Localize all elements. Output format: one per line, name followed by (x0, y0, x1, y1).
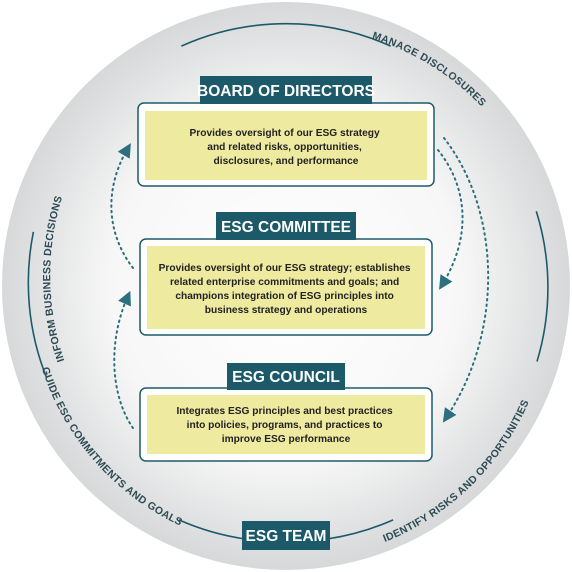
board-banner (200, 76, 372, 104)
council-banner (227, 363, 345, 390)
committee-box-fill (147, 246, 425, 329)
council-box-text: Integrates ESG principles and best pract… (176, 406, 395, 445)
board-box-fill (145, 111, 427, 180)
board-banner-label: BOARD OF DIRECTORS (197, 83, 375, 100)
board-of-directors-section: Provides oversight of our ESG strategy a… (137, 76, 435, 187)
arrow-committee-to-board (110, 143, 134, 269)
committee-banner-label: ESG COMMITTEE (221, 219, 351, 236)
ring-segment-bottom-left (178, 519, 246, 540)
ring-segment-top (180, 22, 392, 47)
outer-ring (27, 22, 549, 540)
ring-segment-right (535, 211, 549, 362)
board-box-text: Provides oversight of our ESG strategy a… (189, 128, 382, 167)
council-box-fill (147, 395, 425, 454)
arrow-council-to-committee (113, 290, 134, 429)
flow-arrows (110, 137, 490, 429)
council-banner-label: ESG COUNCIL (232, 369, 340, 386)
esg-council-section: Integrates ESG principles and best pract… (139, 363, 433, 462)
arrow-board-to-committee-right (437, 149, 464, 290)
committee-banner (216, 212, 356, 240)
committee-box-text: Provides oversight of our ESG strategy; … (159, 263, 414, 316)
ring-segment-bottom-right (326, 519, 394, 540)
team-banner-label: ESG TEAM (246, 528, 327, 545)
team-banner (242, 521, 330, 550)
esg-committee-section: Provides oversight of our ESG strategy; … (139, 212, 433, 336)
arrow-board-to-council-right (442, 137, 490, 423)
esg-team-section: ESG TEAM (242, 521, 330, 550)
ring-segment-left (27, 231, 48, 378)
